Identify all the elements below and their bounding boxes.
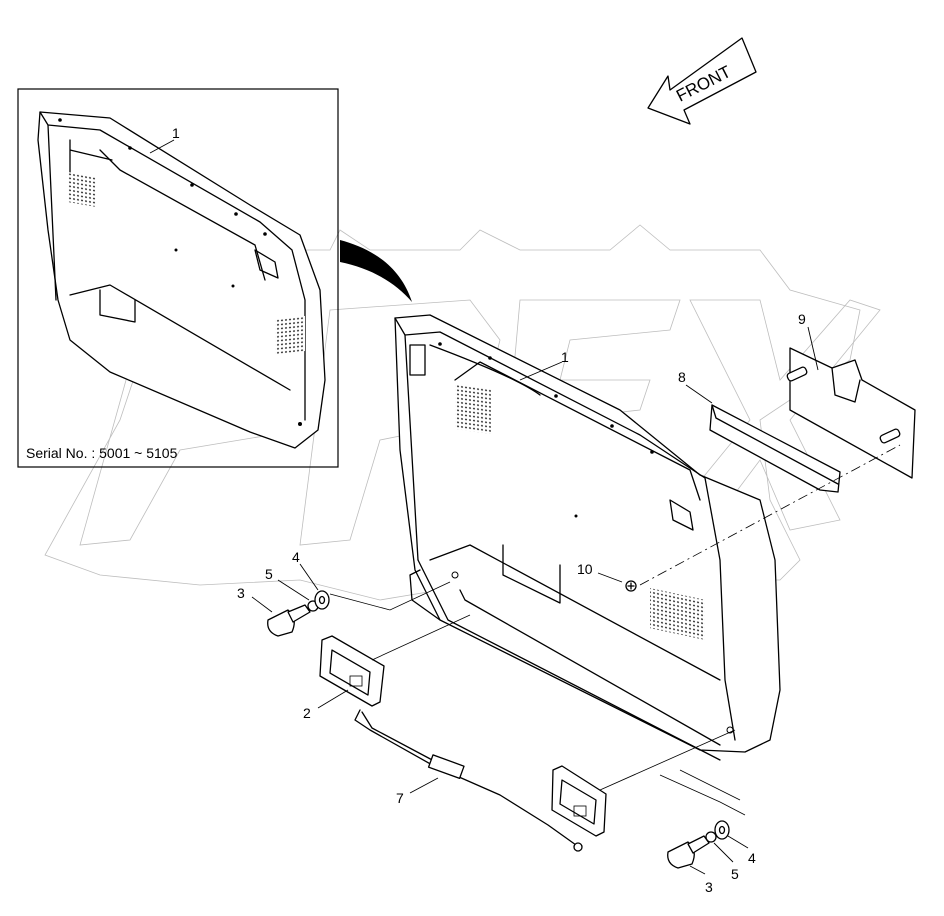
leader-c5-left: [277, 579, 310, 601]
callout-4-left: 4: [292, 549, 300, 565]
lock-washer-right: [705, 831, 717, 843]
flat-washer-right: [714, 820, 730, 840]
alignment-line: [639, 444, 901, 586]
flat-washer-left: [314, 590, 330, 610]
inset-panel: Serial No. : 5001 ~ 5105: [17, 88, 339, 468]
callout-4-right: 4: [748, 850, 756, 866]
leader-c4-left: [299, 563, 319, 591]
callout-7: 7: [396, 790, 404, 806]
callout-8: 8: [678, 369, 686, 385]
callout-1-main: 1: [561, 349, 569, 365]
leader-c10: [597, 572, 623, 583]
knob-left: [267, 604, 311, 637]
rail-bracket: [709, 404, 841, 493]
leader-c9: [807, 326, 819, 371]
callout-5-right: 5: [731, 866, 739, 882]
lamp-unit-right: [551, 765, 607, 837]
callout-10: 10: [577, 561, 593, 577]
leader-c2: [317, 689, 349, 709]
leader-c7: [409, 777, 439, 794]
lamp-unit-left: [319, 635, 385, 707]
assembly-line-right-2: [679, 769, 741, 801]
serial-range-label: Serial No. : 5001 ~ 5105: [26, 445, 178, 461]
leader-c8: [685, 384, 713, 404]
leader-c3-right: [689, 865, 706, 875]
assembly-line-left: [329, 581, 451, 611]
bracket-plate: [786, 347, 916, 479]
front-arrow-icon: FRONT: [647, 37, 757, 125]
callout-1-inset: 1: [172, 125, 180, 141]
knob-right: [667, 835, 710, 869]
screw-bolt: [625, 580, 637, 592]
leader-c4-right: [727, 835, 749, 849]
leader-c1-main: [519, 361, 563, 381]
callout-3-right: 3: [705, 879, 713, 895]
leader-c3-left: [251, 596, 273, 613]
callout-3-left: 3: [237, 585, 245, 601]
side-cover-main: [394, 314, 781, 761]
callout-2: 2: [303, 705, 311, 721]
leader-c1-inset: [149, 139, 175, 154]
wire-harness: [354, 709, 583, 852]
transition-arrow-icon: [340, 240, 412, 302]
assembly-line-right: [659, 774, 746, 816]
leader-c5-right: [713, 842, 734, 863]
callout-9: 9: [798, 311, 806, 327]
lamp-left-link: [371, 614, 471, 661]
callout-5-left: 5: [265, 566, 273, 582]
lamp-right-link: [599, 729, 736, 791]
